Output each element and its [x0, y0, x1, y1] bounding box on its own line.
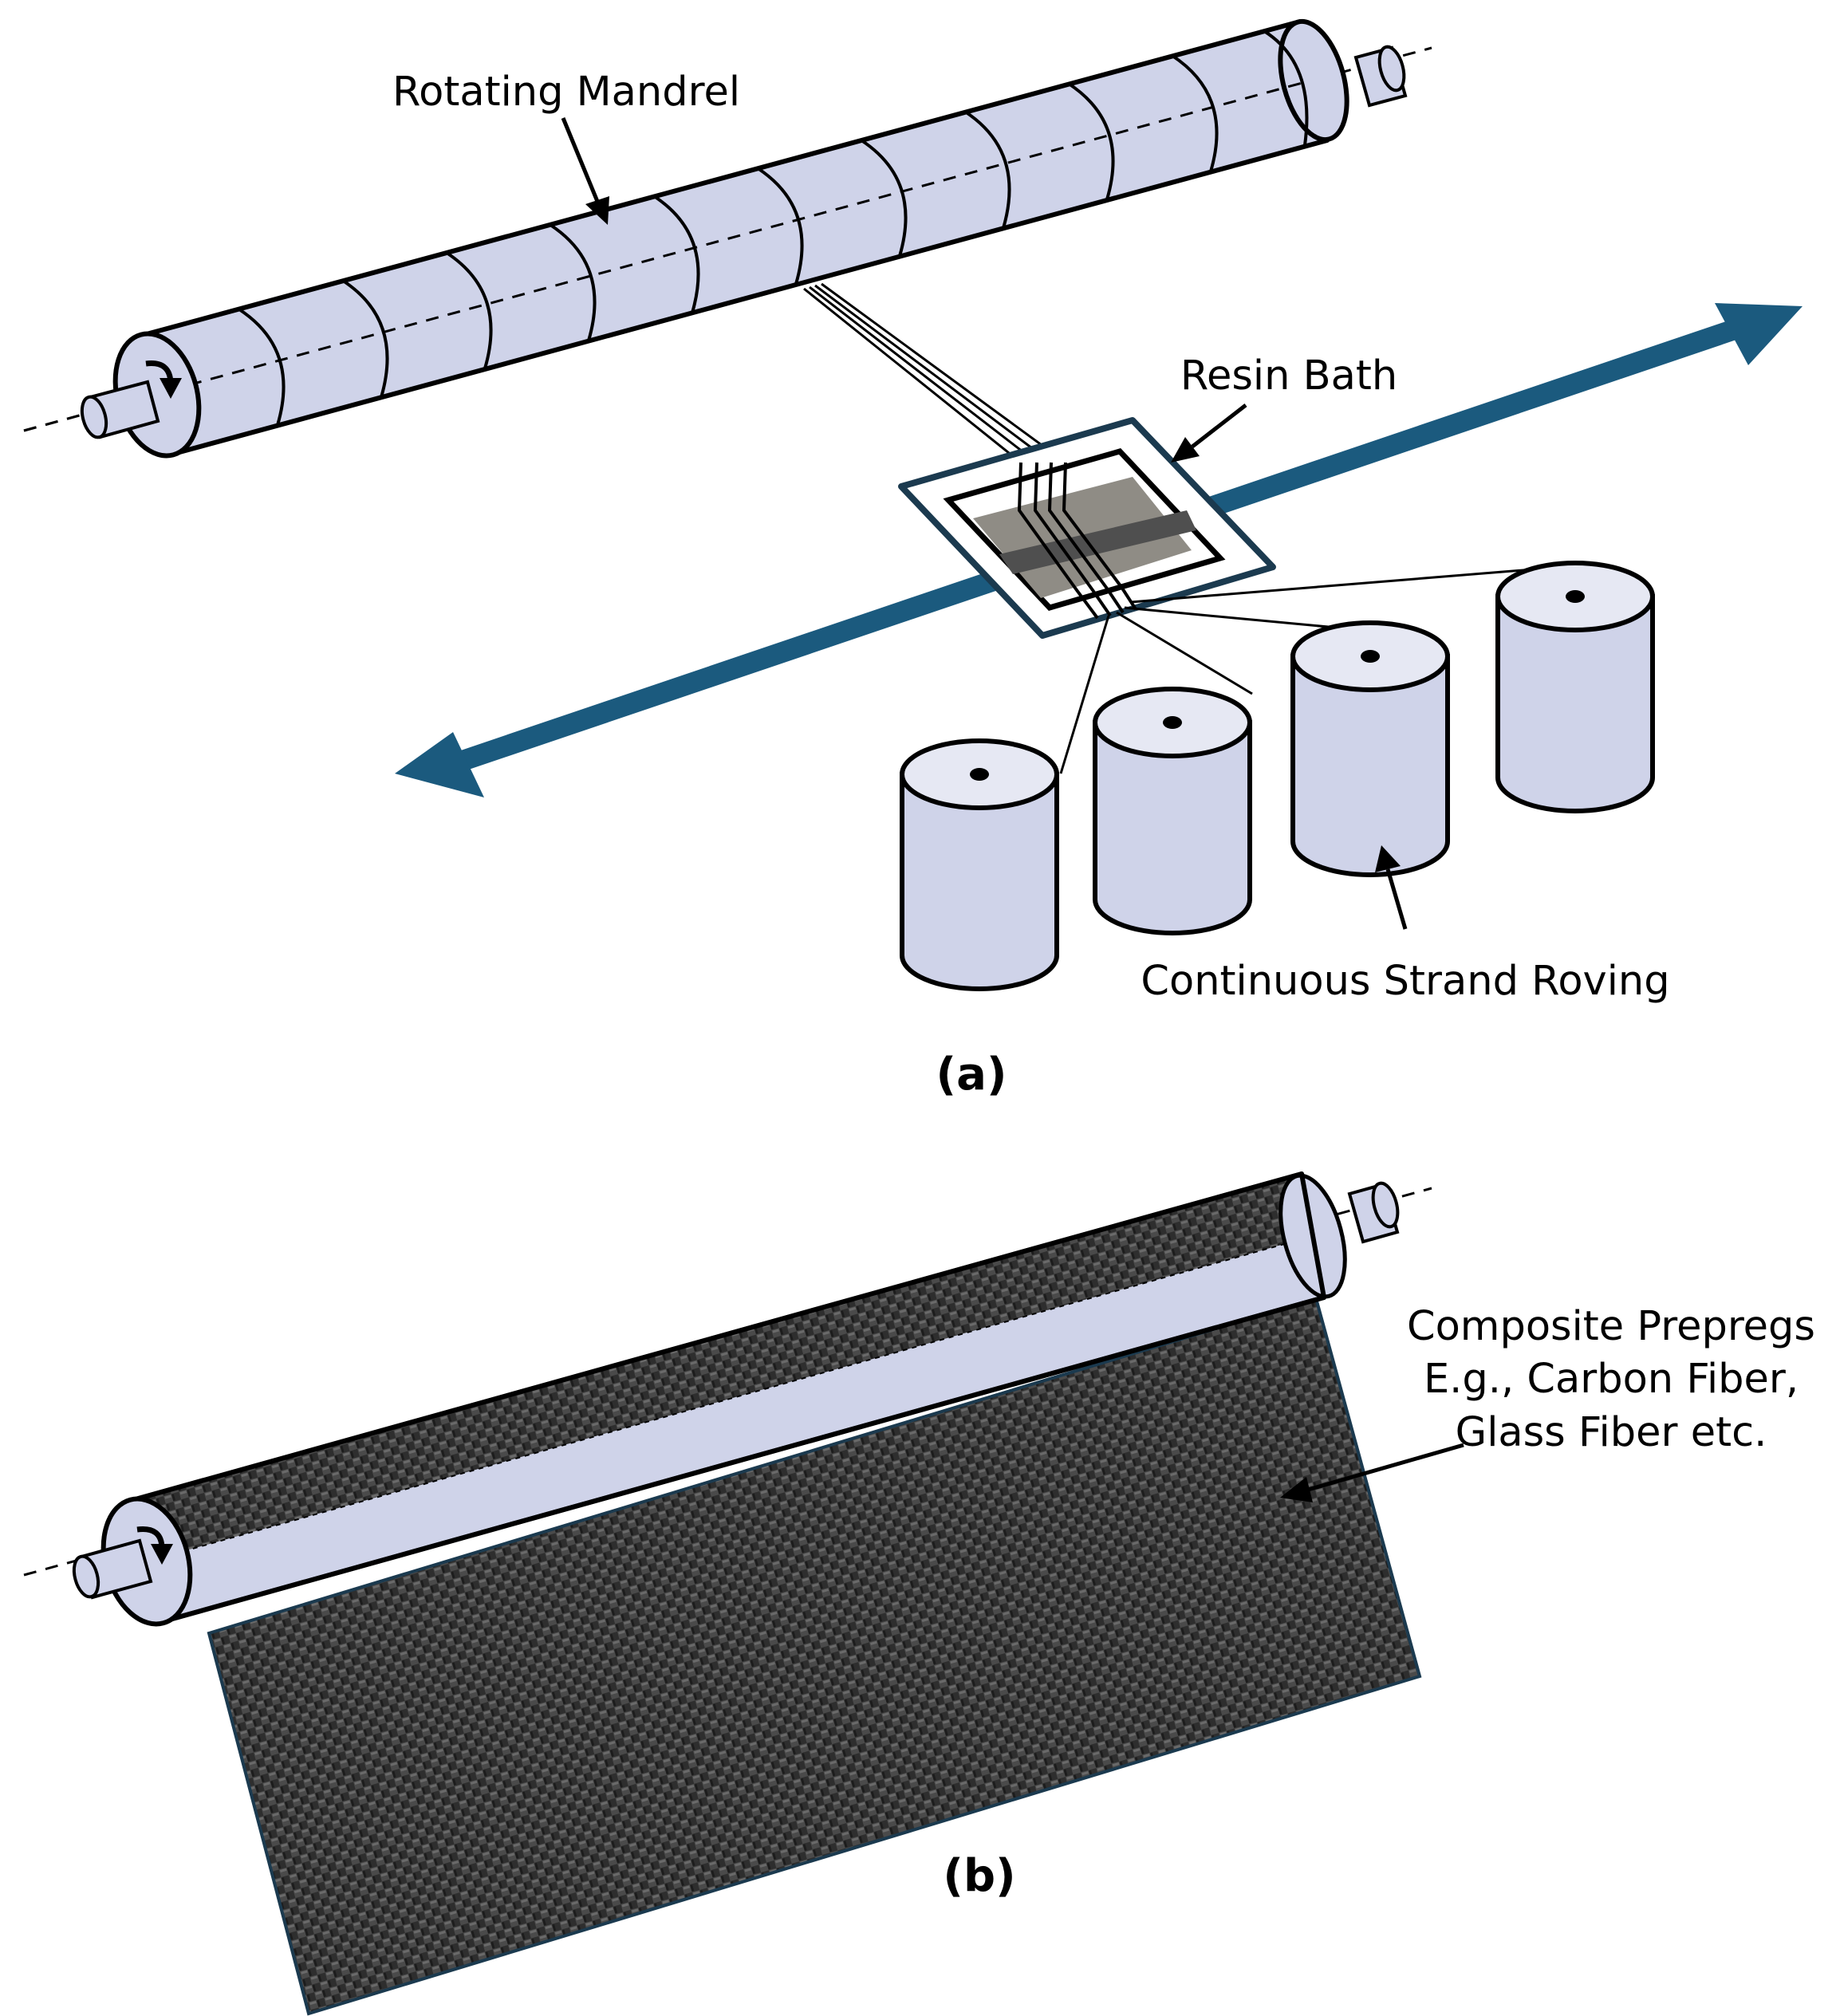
resin-bath: [898, 417, 1276, 639]
prepreg-label-line2: E.g., Carbon Fiber,: [1424, 1356, 1799, 1403]
roving-spool: [1290, 620, 1450, 877]
panel-a: Rotating Mandrel Resin Bath Continuous S…: [23, 18, 1803, 1101]
prepreg-label-arrow: [1280, 1443, 1464, 1502]
roving-label: Continuous Strand Roving: [1141, 958, 1669, 1005]
panel-b: Composite Prepregs E.g., Carbon Fiber, G…: [23, 1171, 1815, 2016]
resin-bath-label-arrow: [1171, 404, 1247, 463]
panel-a-label: (a): [936, 1049, 1007, 1101]
panel-b-label: (b): [943, 1850, 1015, 1902]
fiber-strands-to-mandrel: [803, 282, 1066, 464]
mandrel-label: Rotating Mandrel: [392, 69, 740, 116]
roving-spool: [1495, 561, 1655, 813]
mandrel-shaft-left: [72, 1538, 153, 1600]
resin-bath-label: Resin Bath: [1180, 352, 1397, 400]
prepreg-label-line1: Composite Prepregs: [1407, 1303, 1815, 1350]
rotation-arrow-icon: [145, 360, 182, 399]
roving-spool: [900, 738, 1059, 991]
mandrel-label-arrow: [561, 117, 609, 225]
prepreg-label-line3: Glass Fiber etc.: [1456, 1409, 1767, 1456]
mandrel-shaft-right: [1347, 1181, 1400, 1244]
rotation-arrow-icon: [136, 1526, 173, 1565]
roving-label-arrow: [1375, 845, 1408, 930]
prepreg-sheet: [207, 1296, 1422, 2016]
roving-spool: [1093, 687, 1252, 935]
rotating-mandrel: [23, 18, 1432, 459]
